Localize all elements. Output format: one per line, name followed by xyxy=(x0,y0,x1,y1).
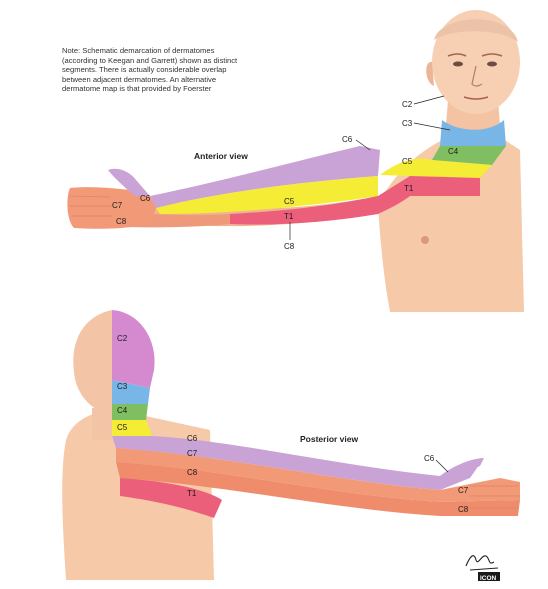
posterior-arm-c8-zone xyxy=(116,462,520,516)
posterior-c4-zone xyxy=(112,404,148,420)
anterior-eye-right xyxy=(487,61,497,67)
posterior-t1-zone xyxy=(120,478,222,518)
anterior-finger-lines xyxy=(69,195,112,217)
note-line: Note: Schematic demarcation of dermatome… xyxy=(62,46,215,55)
posterior-figure xyxy=(62,310,520,580)
label-c2-anterior: C2 xyxy=(402,100,413,109)
note-line: (according to Keegan and Garrett) shown … xyxy=(62,55,238,65)
dermatome-note: Note: Schematic demarcation of dermatome… xyxy=(62,46,292,94)
anterior-arm-t1-zone xyxy=(230,196,378,225)
label-c6-posterior: C6 xyxy=(187,434,198,443)
anterior-figure xyxy=(67,10,524,312)
posterior-hand-fingers xyxy=(466,485,520,509)
anterior-nipple xyxy=(421,236,429,244)
label-c4-posterior: C4 xyxy=(117,406,128,415)
label-c5-arm: C5 xyxy=(284,197,295,206)
leader-c6-hand-posterior xyxy=(435,459,449,473)
label-c6-shoulder: C6 xyxy=(342,135,353,144)
label-t1-chest: T1 xyxy=(404,184,414,193)
posterior-view-title: Posterior view xyxy=(300,434,359,444)
label-c8-hand-anterior: C8 xyxy=(116,217,127,226)
anterior-eyebrows xyxy=(447,53,503,57)
posterior-thumb xyxy=(440,458,484,480)
anterior-c5-zone xyxy=(380,158,492,178)
posterior-neck-left xyxy=(92,408,112,440)
anterior-thumb xyxy=(108,168,150,196)
publisher-logo xyxy=(478,572,500,581)
label-c2-posterior: C2 xyxy=(117,334,128,343)
label-t1-posterior: T1 xyxy=(187,489,197,498)
label-c5-shoulder: C5 xyxy=(402,157,413,166)
signature-scribble xyxy=(465,555,499,571)
anterior-c3-zone xyxy=(440,120,506,146)
posterior-arm-c6-zone xyxy=(112,436,484,490)
label-c3-posterior: C3 xyxy=(117,382,128,391)
label-c6-hand-anterior: C6 xyxy=(140,194,151,203)
label-t1-arm: T1 xyxy=(284,212,294,221)
label-c6-hand-posterior: C6 xyxy=(424,454,435,463)
anterior-view-title: Anterior view xyxy=(194,151,248,161)
posterior-arm-c7-zone xyxy=(116,448,520,502)
anterior-arm-c5-zone xyxy=(156,176,378,214)
label-c8-hand-posterior: C8 xyxy=(458,505,469,514)
label-c8-arm: C8 xyxy=(284,242,295,251)
posterior-c5-zone xyxy=(112,420,152,436)
anterior-c4-zone xyxy=(432,146,506,165)
posterior-c2-zone xyxy=(112,310,155,388)
leader-c3 xyxy=(413,122,451,131)
netter-signature: ICON xyxy=(465,555,500,582)
label-c7-hand-posterior: C7 xyxy=(458,486,469,495)
posterior-c3-zone xyxy=(112,380,150,404)
note-line: dermatome map is that provided by Foerst… xyxy=(62,84,212,94)
posterior-head-left xyxy=(73,310,112,416)
label-c4-anterior: C4 xyxy=(448,147,459,156)
label-c8-posterior: C8 xyxy=(187,468,198,477)
anterior-mouth xyxy=(463,96,489,100)
anterior-hand xyxy=(67,187,156,229)
posterior-labels: C2 C3 C4 C5 C6 C7 C8 T1 C6 C7 C8 xyxy=(117,334,469,514)
anterior-arm-c6-zone xyxy=(150,146,380,208)
leader-c6-shoulder xyxy=(355,139,371,151)
anterior-eye-left xyxy=(453,61,463,67)
leader-c2 xyxy=(413,95,445,105)
anterior-t1-zone xyxy=(378,176,480,214)
label-c3-anterior: C3 xyxy=(402,119,413,128)
anterior-nose xyxy=(471,65,483,87)
label-c5-posterior: C5 xyxy=(117,423,128,432)
anterior-labels: C2 C3 C4 C5 C6 T1 C6 C7 C8 C5 T1 C8 xyxy=(112,95,459,251)
label-c7-hand-anterior: C7 xyxy=(112,201,123,210)
anterior-hair xyxy=(434,19,518,42)
publisher-name: ICON xyxy=(480,575,497,582)
label-c7-posterior: C7 xyxy=(187,449,198,458)
anterior-ear xyxy=(426,61,434,86)
anterior-head xyxy=(432,10,520,114)
note-line: segments. There is actually considerable… xyxy=(62,65,227,75)
note-line: between adjacent dermatomes. An alternat… xyxy=(62,74,217,84)
